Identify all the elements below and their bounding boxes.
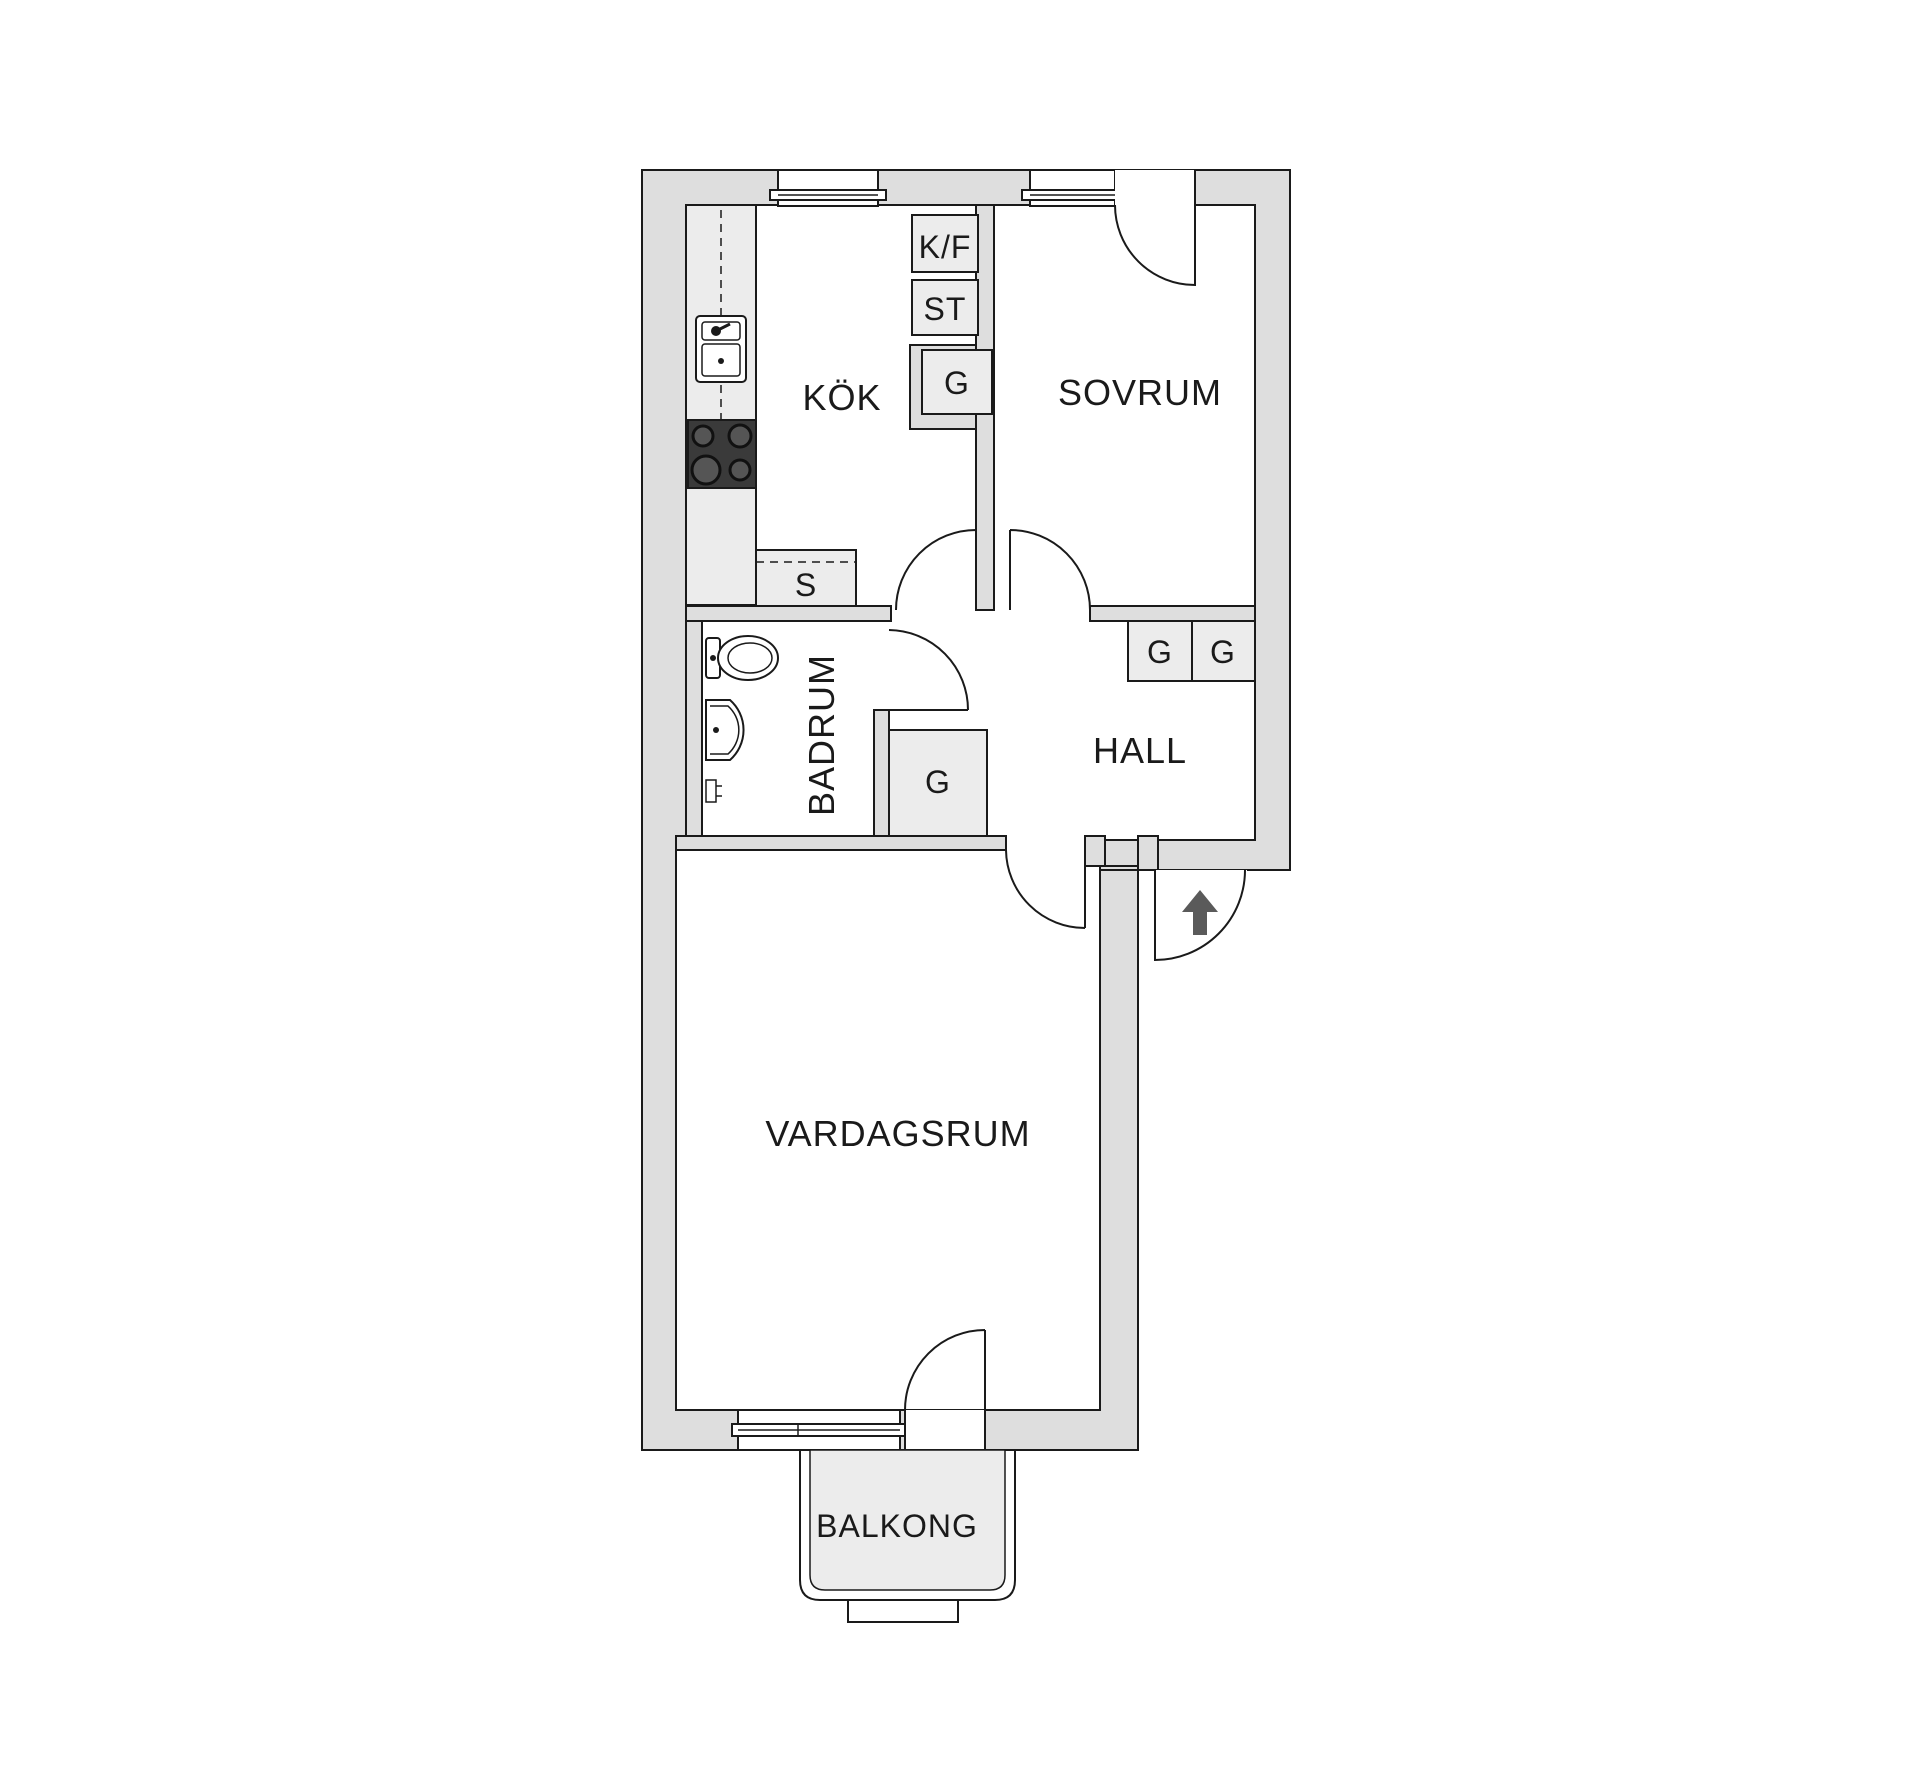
door-entrance [1154, 869, 1247, 962]
kitchen-fixtures: S [685, 204, 857, 607]
room-label-badrum: BADRUM [801, 654, 842, 816]
kitchen-appliances: K/F ST G [909, 214, 993, 430]
balcony [799, 1449, 1016, 1623]
stove-icon [687, 419, 757, 489]
cabinet-st-label: ST [924, 291, 967, 327]
window-vardagsrum [731, 1409, 907, 1451]
door-balkong [904, 1329, 986, 1450]
wardrobe-hall-2 [1191, 620, 1256, 682]
shower-tap-icon [705, 779, 722, 803]
room-label-sovrum: SOVRUM [1058, 372, 1222, 413]
room-label-kok: KÖK [802, 377, 881, 418]
storage-s [755, 549, 857, 607]
fridge-freezer-label: K/F [919, 229, 972, 265]
windows [731, 169, 1123, 1451]
toilet-icon [705, 635, 779, 681]
wardrobe-kok [921, 349, 993, 415]
window-kok [769, 169, 887, 207]
room-label-hall: HALL [1093, 730, 1187, 771]
door-sovrum-top [1114, 170, 1196, 287]
wardrobe-hall-2-label: G [1210, 634, 1236, 670]
door-badrum [888, 629, 969, 711]
wardrobe-hall-1-label: G [1147, 634, 1173, 670]
door-kok [895, 529, 977, 611]
door-vardagsrum [1005, 849, 1086, 929]
door-sovrum [1009, 529, 1091, 611]
wardrobe-kok-label: G [944, 365, 970, 401]
washbasin-icon [705, 699, 745, 761]
room-label-vardagsrum: VARDAGSRUM [765, 1113, 1030, 1154]
doors [888, 170, 1247, 1450]
cabinet-st [911, 279, 979, 336]
wardrobe-hall-3 [888, 729, 988, 837]
storage-s-label: S [795, 567, 817, 603]
room-label-balkong: BALKONG [816, 1508, 978, 1544]
fridge-freezer [911, 214, 979, 273]
room-labels: KÖK SOVRUM BADRUM HALL VARDAGSRUM BALKON… [765, 372, 1222, 1544]
entrance-arrow-icon [1182, 890, 1218, 935]
sink-icon [695, 315, 747, 383]
bathroom-fixtures [705, 635, 779, 803]
window-sovrum [1021, 169, 1123, 207]
wardrobe-hall-3-label: G [925, 764, 951, 800]
hall-wardrobes: G G G [888, 620, 1256, 837]
